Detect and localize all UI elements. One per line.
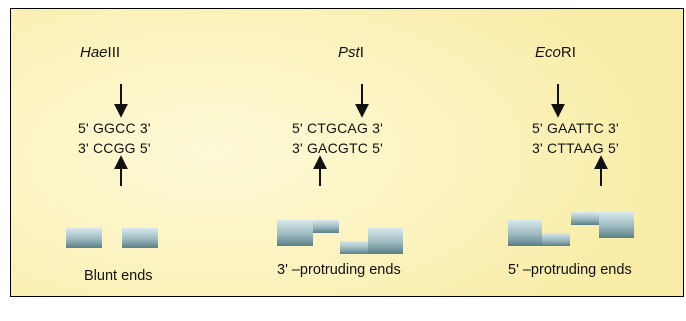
dna-fragment [542, 233, 570, 246]
enzyme-name-ecori: EcoRI [535, 44, 576, 61]
enzyme-name-roman: I [359, 44, 364, 61]
enzyme-name-italic: Eco [535, 44, 561, 61]
top-strand-ecori: 5' GAATTC 3' [532, 120, 619, 136]
enzyme-name-psti: PstI [338, 44, 364, 61]
enzyme-name-italic: Hae [80, 44, 108, 61]
end-label-3-protruding: 3' –protruding ends [277, 262, 401, 278]
dna-fragment [313, 220, 339, 233]
enzyme-name-roman: RI [560, 44, 576, 61]
bottom-strand-ecori: 3' CTTAAG 5' [532, 140, 619, 156]
bottom-strand-haeiii: 3' CCGG 5' [78, 140, 151, 156]
dna-fragment [66, 228, 102, 248]
top-strand-haeiii: 5' GGCC 3' [78, 120, 151, 136]
top-strand-psti: 5' CTGCAG 3' [292, 120, 383, 136]
bottom-strand-psti: 3' GACGTC 5' [292, 140, 383, 156]
enzyme-name-haeiii: HaeIII [80, 44, 120, 61]
dna-fragment [277, 220, 313, 246]
dna-fragment [508, 220, 542, 246]
end-label-5-protruding: 5' –protruding ends [508, 262, 632, 278]
dna-fragment [599, 212, 634, 238]
enzyme-name-roman: III [107, 44, 121, 61]
dna-fragment [340, 241, 368, 254]
dna-fragment [368, 228, 403, 254]
dna-fragment [122, 228, 158, 248]
end-label-blunt: Blunt ends [84, 268, 153, 284]
dna-fragment [571, 212, 599, 225]
enzyme-name-italic: Pst [338, 44, 360, 61]
